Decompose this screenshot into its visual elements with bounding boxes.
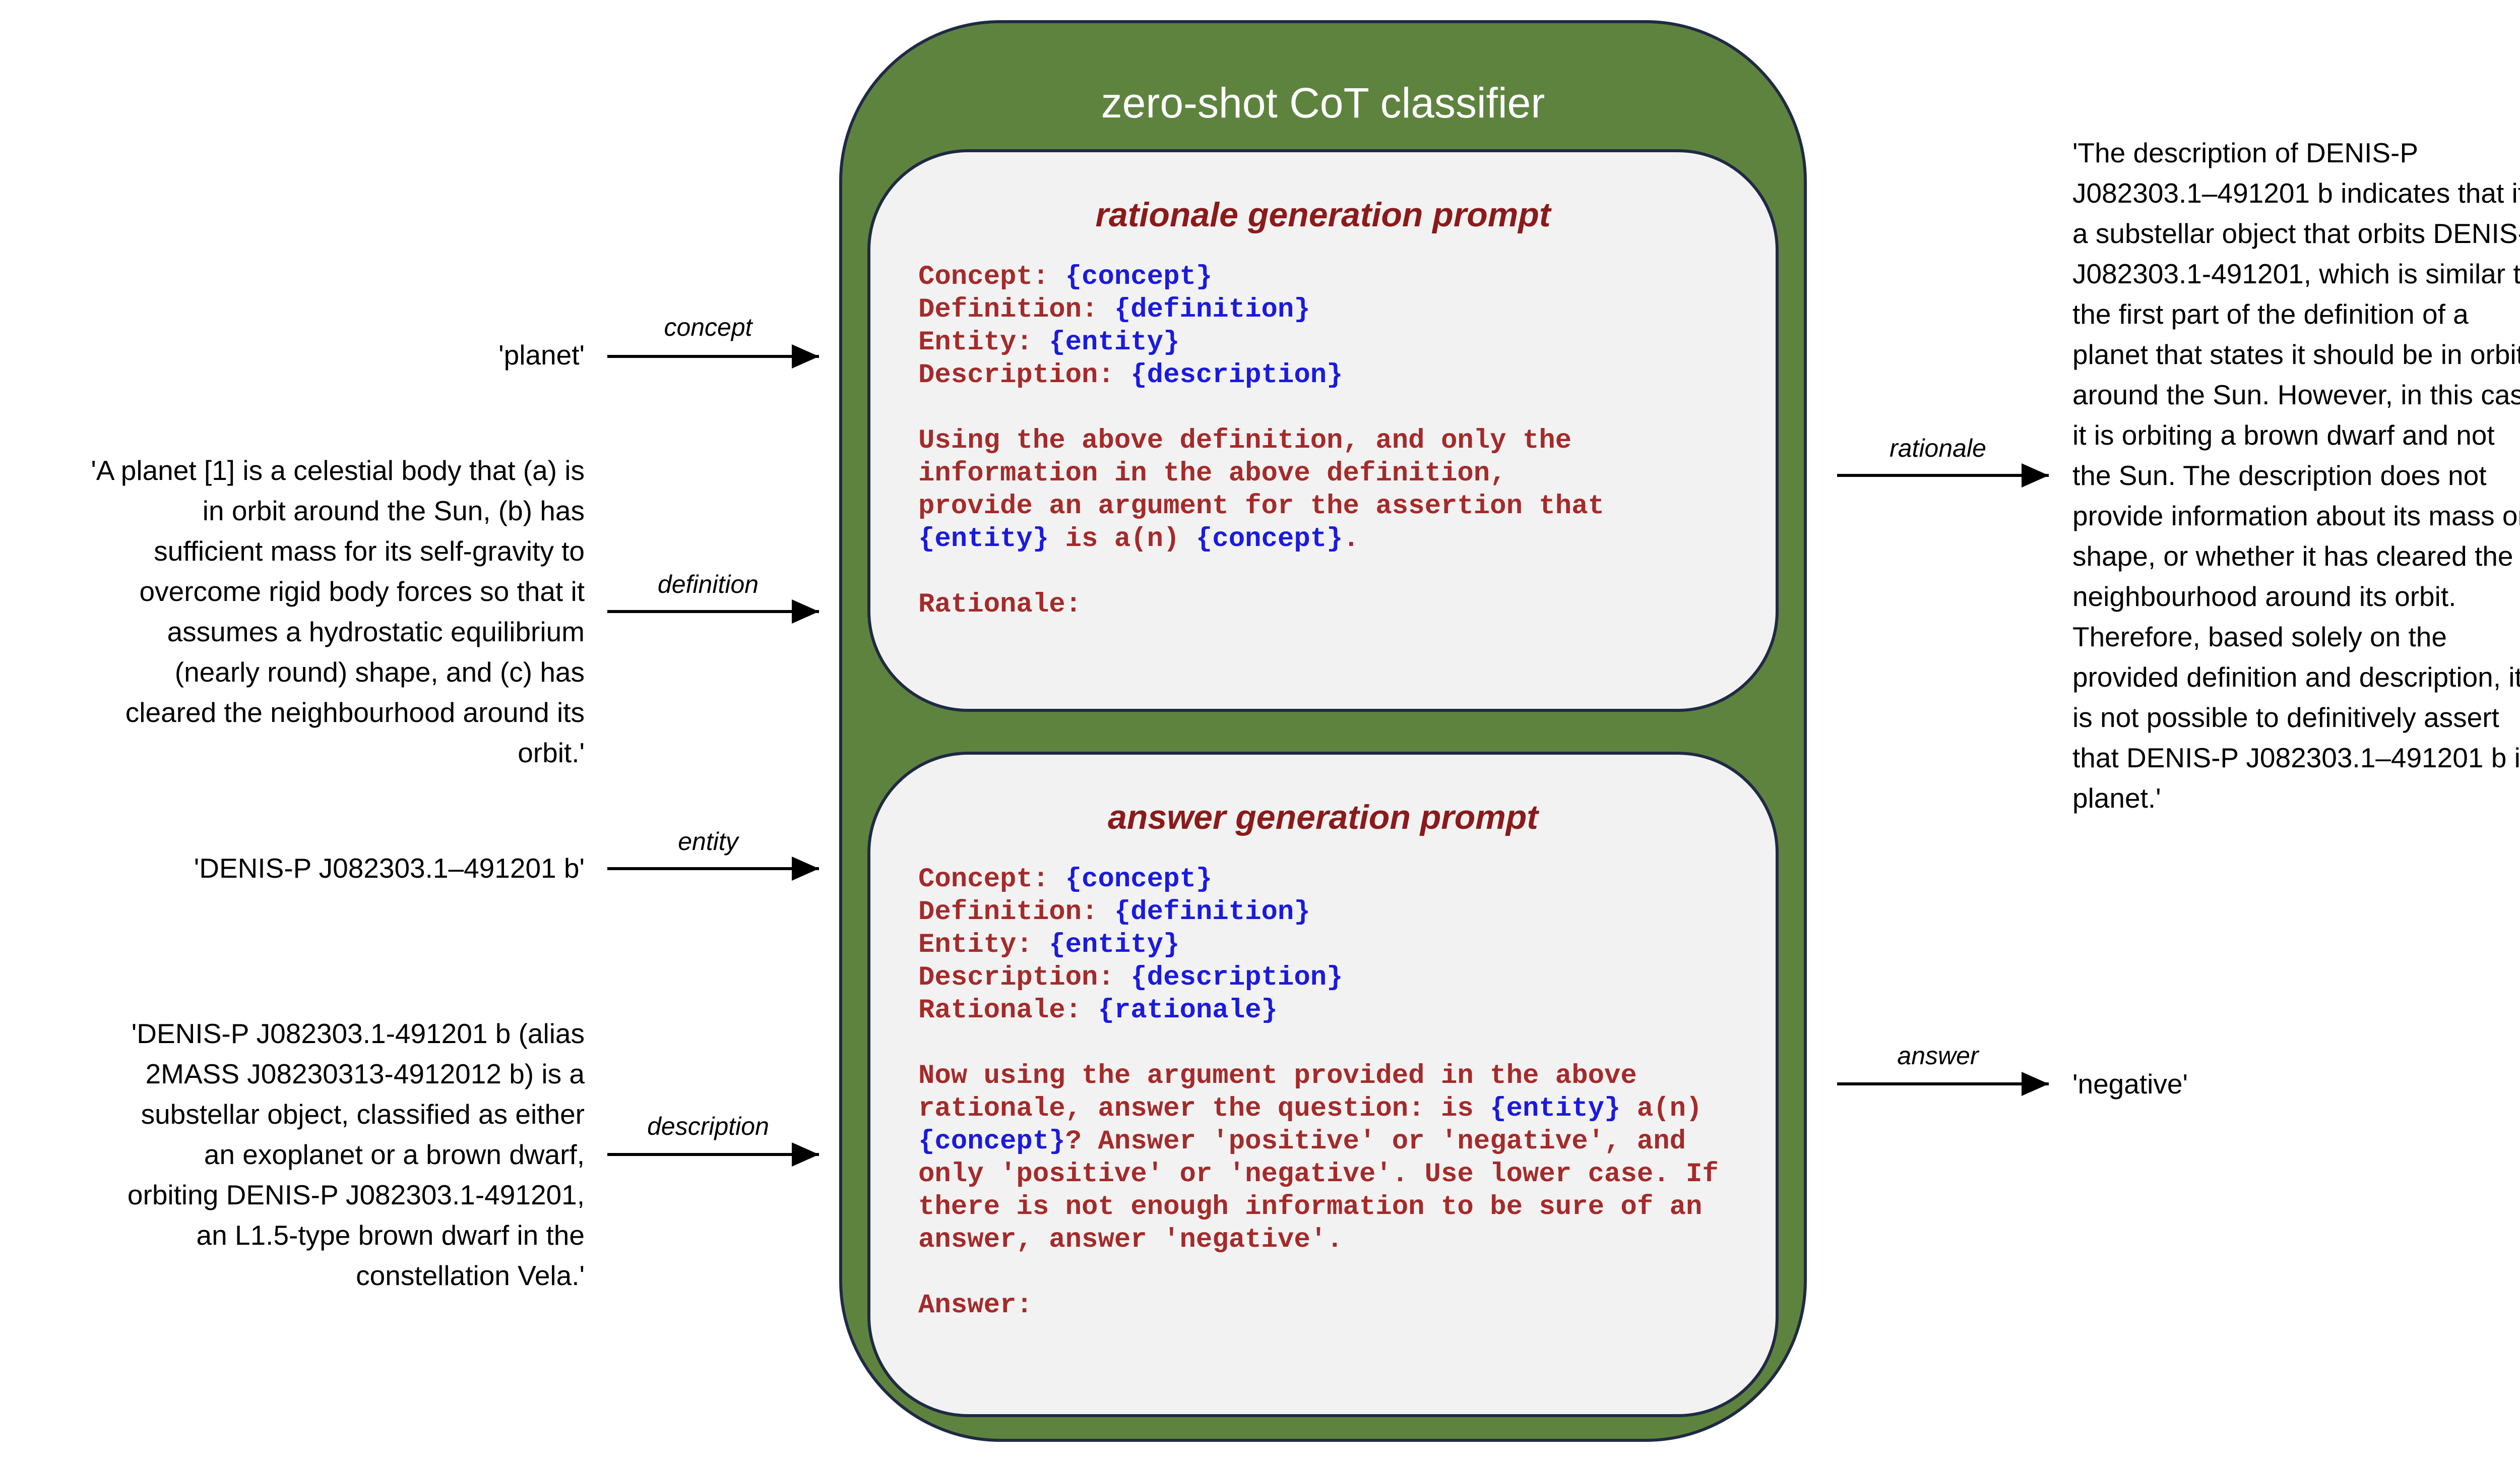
prompt-line: provide an argument for the assertion th… [918, 491, 1604, 522]
prompt-placeholder: {entity} [1049, 930, 1180, 960]
description-arrow-label: description [647, 1112, 769, 1140]
concept-input-text: 'planet' [498, 339, 585, 371]
prompt-text: ? Answer 'positive' or 'negative', and [1065, 1126, 1686, 1157]
prompt-placeholder: {concept} [1195, 524, 1343, 555]
prompt-placeholder: {concept} [1065, 864, 1213, 895]
prompt-line: Answer: [918, 1290, 1033, 1321]
entity-input-text: 'DENIS-P J082303.1–491201 b' [194, 853, 585, 884]
prompt-text: provide an argument for the assertion th… [918, 491, 1605, 522]
prompt-line: answer, answer 'negative'. [918, 1225, 1343, 1255]
answer-prompt-body: Concept: {concept} Definition: {definiti… [918, 863, 1719, 1322]
rationale-prompt-body: Concept: {concept} Definition: {definiti… [918, 261, 1604, 621]
prompt-text: information in the above definition, [918, 458, 1506, 489]
prompt-line: Description: {description} [918, 360, 1343, 391]
prompt-text: only 'positive' or 'negative'. Use lower… [918, 1159, 1719, 1190]
prompt-placeholder: {definition} [1114, 294, 1310, 325]
prompt-line: Rationale: {rationale} [918, 995, 1278, 1026]
definition-arrow-label: definition [657, 570, 759, 598]
prompt-text: Rationale: [918, 995, 1098, 1026]
prompt-text: Answer: [918, 1290, 1033, 1321]
prompt-placeholder: {description} [1130, 360, 1343, 391]
prompt-placeholder: {concept} [1065, 262, 1213, 292]
prompt-line: Definition: {definition} [918, 294, 1310, 325]
definition-input-text: 'A planet [1] is a celestial body that (… [91, 455, 585, 768]
answer-arrow-label: answer [1897, 1042, 1979, 1070]
prompt-text: a(n) [1620, 1093, 1703, 1124]
prompt-placeholder: {description} [1130, 962, 1343, 993]
prompt-text: Now using the argument provided in the a… [918, 1061, 1637, 1091]
prompt-line: {entity} is a(n) {concept}. [918, 524, 1359, 555]
prompt-line: Definition: {definition} [918, 897, 1310, 928]
prompt-placeholder: {rationale} [1098, 995, 1278, 1026]
prompt-text: is a(n) [1049, 524, 1196, 555]
prompt-text: Entity: [918, 327, 1049, 358]
prompt-text: Definition: [918, 897, 1114, 928]
prompt-line: Entity: {entity} [918, 327, 1180, 358]
answer-generation-prompt-box: answer generation prompt Concept: {conce… [867, 752, 1779, 1417]
prompt-text: Description: [918, 360, 1131, 391]
prompt-placeholder: {entity} [1049, 327, 1180, 358]
prompt-line: there is not enough information to be su… [918, 1192, 1702, 1223]
prompt-text: Concept: [918, 864, 1065, 895]
prompt-text: Description: [918, 962, 1131, 993]
prompt-text: Rationale: [918, 589, 1082, 620]
prompt-placeholder: {definition} [1114, 897, 1310, 928]
rationale-arrow-label: rationale [1889, 434, 1986, 462]
rationale-output-text: 'The description of DENIS-P J082303.1–49… [2072, 137, 2520, 814]
prompt-text: rationale, answer the question: is [918, 1093, 1490, 1124]
prompt-line: Using the above definition, and only the [918, 425, 1571, 456]
prompt-line: Entity: {entity} [918, 930, 1180, 960]
entity-arrow-label: entity [678, 827, 738, 856]
rationale-generation-prompt-box: rationale generation prompt Concept: {co… [867, 149, 1779, 712]
prompt-text: there is not enough information to be su… [918, 1192, 1703, 1223]
prompt-line: information in the above definition, [918, 458, 1506, 489]
prompt-line: Concept: {concept} [918, 864, 1212, 895]
prompt-line: Concept: {concept} [918, 262, 1212, 292]
prompt-text: answer, answer 'negative'. [918, 1225, 1343, 1255]
prompt-line: rationale, answer the question: is {enti… [918, 1093, 1702, 1124]
description-input-text: 'DENIS-P J082303.1-491201 b (alias 2MASS… [127, 1018, 585, 1291]
zero-shot-cot-classifier: zero-shot CoT classifier rationale gener… [839, 20, 1807, 1442]
concept-arrow-label: concept [664, 313, 752, 341]
rationale-prompt-title: rationale generation prompt [1095, 196, 1551, 234]
prompt-placeholder: {entity} [918, 524, 1049, 555]
prompt-text: Definition: [918, 294, 1114, 325]
prompt-text: . [1343, 524, 1359, 555]
prompt-line: {concept}? Answer 'positive' or 'negativ… [918, 1126, 1686, 1157]
prompt-placeholder: {concept} [918, 1126, 1065, 1157]
prompt-line: Rationale: [918, 589, 1082, 620]
prompt-placeholder: {entity} [1490, 1093, 1621, 1124]
prompt-text: Concept: [918, 262, 1065, 292]
prompt-line: Now using the argument provided in the a… [918, 1061, 1637, 1091]
prompt-text: Entity: [918, 930, 1049, 960]
answer-output-text: 'negative' [2072, 1068, 2188, 1100]
prompt-line: Description: {description} [918, 962, 1343, 993]
answer-prompt-title: answer generation prompt [1108, 798, 1538, 836]
classifier-title: zero-shot CoT classifier [1101, 79, 1545, 127]
prompt-text: Using the above definition, and only the [918, 425, 1572, 456]
prompt-line: only 'positive' or 'negative'. Use lower… [918, 1159, 1719, 1190]
